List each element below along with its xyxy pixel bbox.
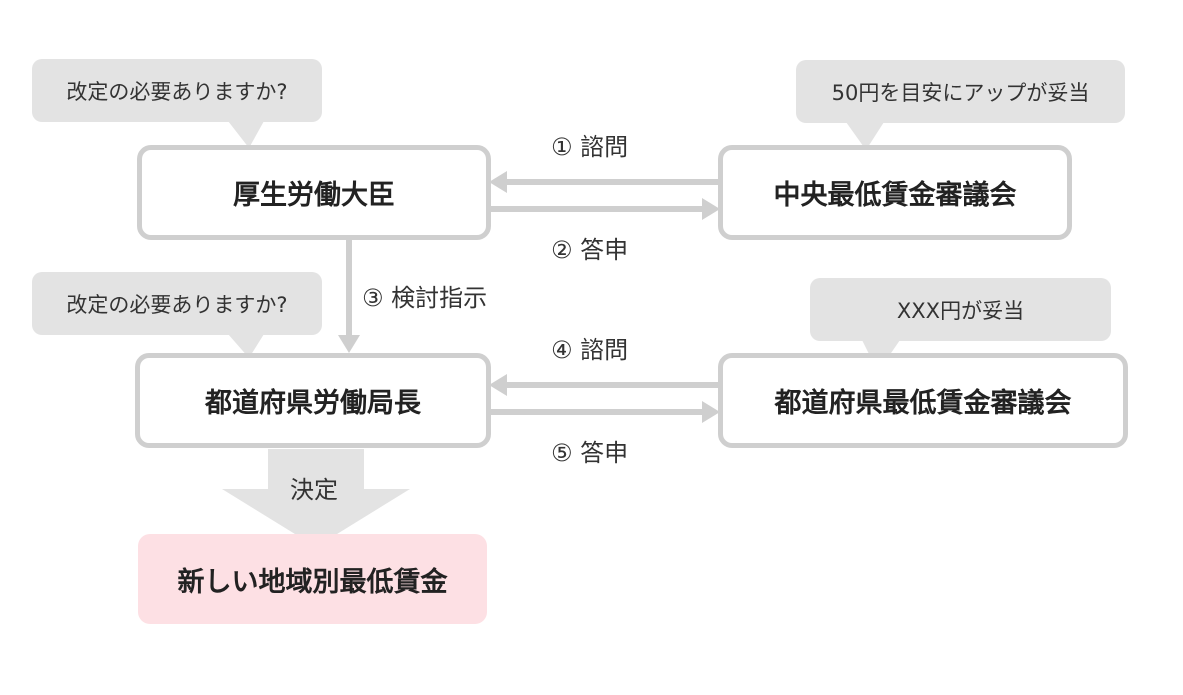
node-central-council: 中央最低賃金審議会	[718, 145, 1072, 240]
node-result: 新しい地域別最低賃金	[138, 534, 487, 624]
label-step5: ⑤ 答申	[551, 439, 629, 467]
label-decision: 決定	[290, 476, 338, 504]
arrow-step4	[489, 374, 720, 396]
label-step4: ④ 諮問	[551, 336, 629, 364]
bubble-prefectural-answer: XXX円が妥当	[810, 278, 1111, 341]
arrow-step1	[489, 171, 720, 193]
arrow-step5	[489, 401, 720, 423]
node-prefectural-bureau: 都道府県労働局長	[135, 353, 491, 448]
arrow-step3	[338, 240, 360, 353]
node-prefectural-council: 都道府県最低賃金審議会	[718, 353, 1128, 448]
bubble-tail-central	[846, 122, 884, 150]
bubble-bureau-question: 改定の必要ありますか?	[32, 272, 322, 335]
label-step2: ② 答申	[551, 236, 629, 264]
label-step3: ③ 検討指示	[362, 284, 488, 312]
label-step1: ① 諮問	[551, 133, 629, 161]
arrow-step2	[489, 198, 720, 220]
node-minister: 厚生労働大臣	[137, 145, 491, 240]
decision-arrow	[222, 449, 410, 547]
bubble-tail-bureau	[228, 334, 264, 358]
bubble-tail-minister	[228, 121, 264, 148]
bubble-minister-question: 改定の必要ありますか?	[32, 59, 322, 122]
bubble-central-answer: 50円を目安にアップが妥当	[796, 60, 1125, 123]
